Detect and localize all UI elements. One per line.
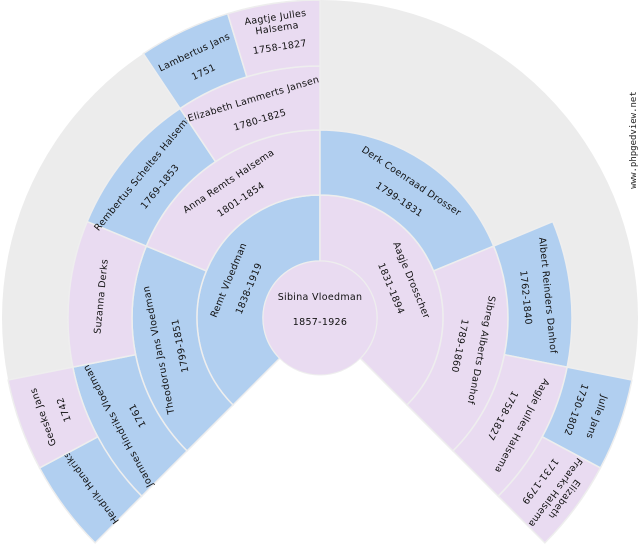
ancestor-segment[interactable]: Suzanna Derks (67, 220, 148, 369)
segment-shape[interactable] (497, 435, 602, 544)
watermark-link[interactable]: www.phpgedview.net (629, 91, 639, 189)
ancestor-segment[interactable]: Hendrik Hendriks (38, 435, 143, 544)
segment-shape[interactable] (7, 366, 99, 469)
root-person-name: Sibina Vloedman (278, 292, 363, 303)
root-person[interactable]: Sibina Vloedman 1857-1926 (262, 260, 378, 376)
segment-shape[interactable] (226, 0, 321, 78)
root-person-dates: 1857-1926 (293, 317, 347, 328)
root-person-circle[interactable] (262, 260, 378, 376)
ancestor-dates: 1762-1840 (517, 270, 533, 325)
